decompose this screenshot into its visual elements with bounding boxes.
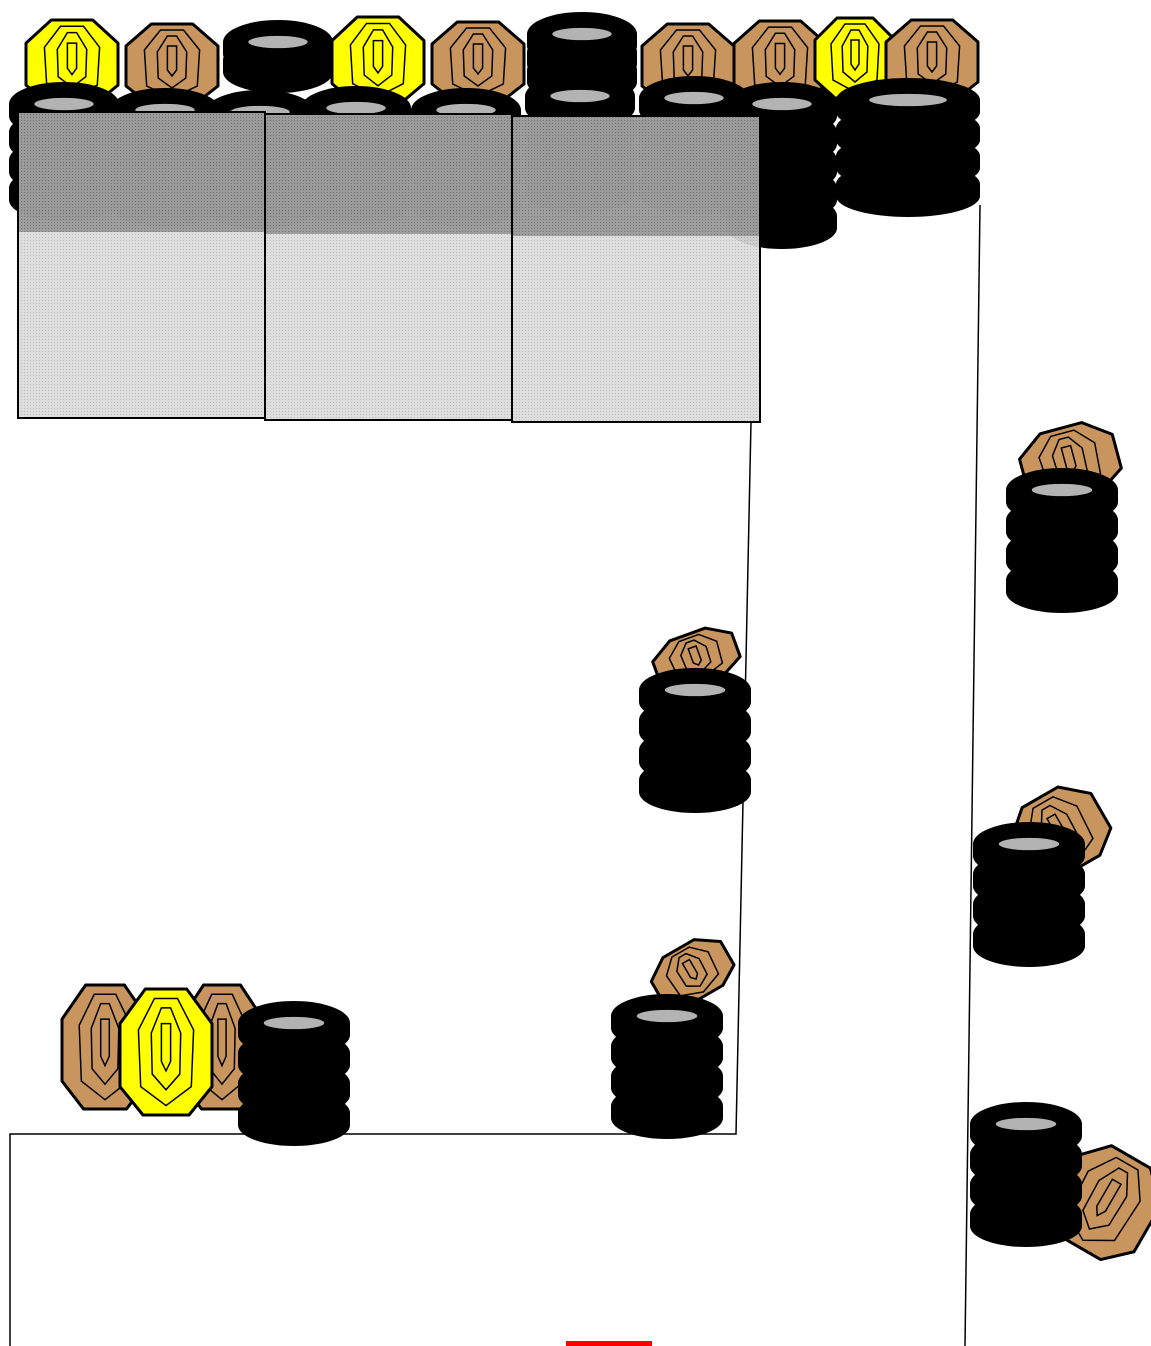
tire-hole	[995, 1117, 1057, 1131]
fault-line-inner	[9, 421, 752, 1346]
tire-hole	[552, 27, 612, 41]
tire-stack-center-upper	[639, 668, 751, 813]
tire-stack-left-lower	[238, 1001, 350, 1146]
tire-hole	[326, 101, 386, 115]
tire-hole	[664, 91, 724, 105]
barrier-panel-1	[17, 111, 266, 419]
tire-hole	[869, 93, 947, 107]
barrier-panel-3	[511, 115, 761, 423]
tire-hole	[998, 837, 1060, 851]
tire-hole	[752, 97, 812, 111]
tire-stack-back-top-a	[223, 20, 333, 93]
tire-hole	[263, 1016, 325, 1030]
tire-hole	[34, 97, 94, 111]
tire-stack-right-lower	[970, 1102, 1082, 1247]
tire-stack-right-upper	[1006, 468, 1118, 613]
tire-hole	[1031, 483, 1093, 497]
paper-target-center-lower	[649, 938, 736, 1007]
steel-target-left-lower	[118, 987, 214, 1117]
tire-hole	[664, 683, 726, 697]
tire-hole	[550, 89, 610, 103]
tire-stack-center-lower	[611, 994, 723, 1139]
barrier-panel-2	[264, 113, 513, 421]
fault-line-right	[964, 204, 981, 1346]
start-position-marker	[566, 1341, 652, 1346]
tire-stack-back-9	[836, 78, 980, 218]
tire-stack-right-middle	[973, 822, 1085, 967]
tire-hole	[636, 1009, 698, 1023]
tire-hole	[248, 35, 308, 49]
